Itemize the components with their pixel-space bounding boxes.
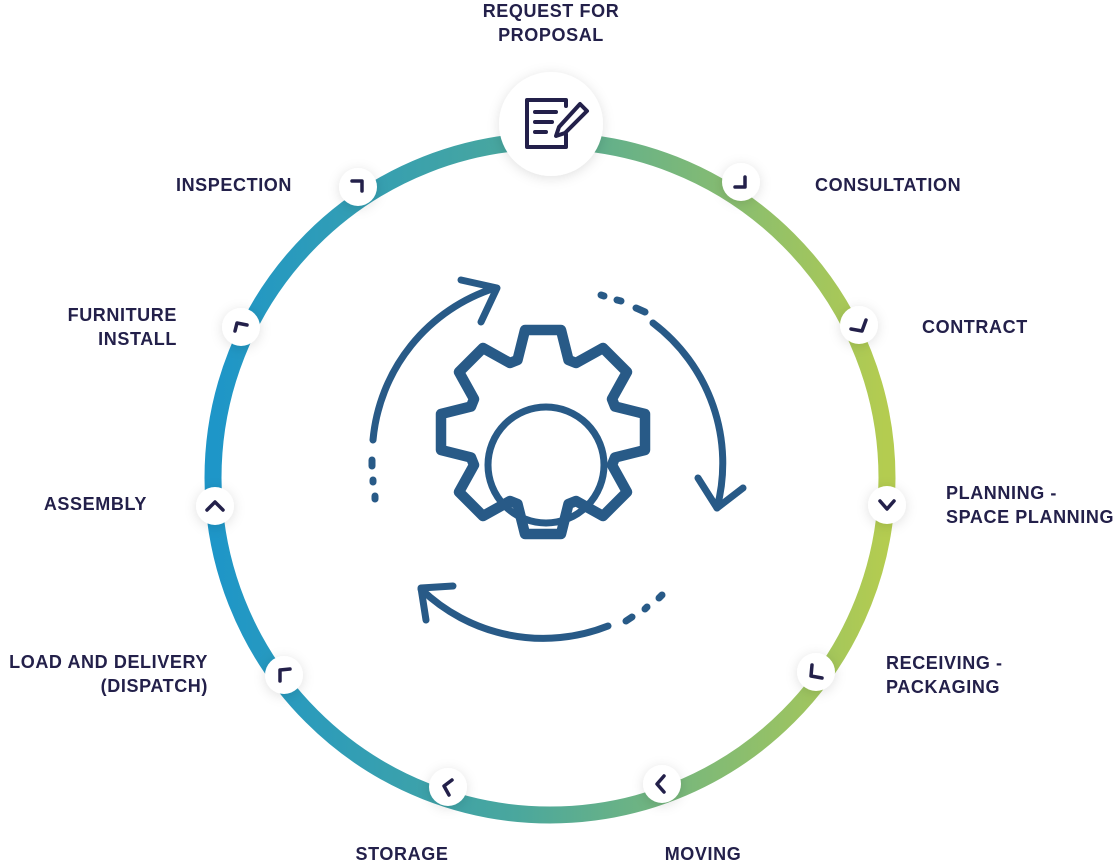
chevron-icon [655, 774, 666, 794]
chevron-icon [233, 321, 249, 333]
node-storage [429, 768, 467, 806]
label-furniture-install: FURNITURE INSTALL [67, 305, 177, 349]
label-storage: STORAGE [355, 844, 449, 864]
label-planning: PLANNING - SPACE PLANNING [946, 483, 1115, 527]
chevron-icon [442, 778, 454, 797]
chevron-icon [205, 500, 225, 512]
label-load-delivery: LOAD AND DELIVERY (DISPATCH) [9, 652, 208, 696]
label-inspection: INSPECTION [175, 175, 292, 195]
chevron-icon [733, 175, 747, 189]
document-pen-icon [525, 98, 589, 149]
gear-cycle-icon [368, 276, 747, 642]
node-furniture-install [222, 308, 260, 346]
label-contract: CONTRACT [922, 317, 1028, 337]
chevron-icon [849, 318, 868, 333]
label-moving: MOVING [664, 844, 742, 864]
node-consultation [722, 163, 760, 201]
node-planning [868, 486, 906, 524]
node-inspection [339, 168, 377, 206]
label-receiving: RECEIVING - PACKAGING [886, 653, 1003, 697]
node-contract [840, 306, 878, 344]
chevron-icon [350, 179, 364, 193]
node-moving [643, 765, 681, 803]
request-proposal-node [499, 72, 603, 176]
label-request-for-proposal: REQUEST FOR PROPOSAL [482, 1, 620, 45]
label-assembly: ASSEMBLY [43, 494, 147, 514]
node-assembly [196, 487, 234, 525]
chevron-icon [809, 663, 824, 680]
process-ring [204, 132, 896, 824]
node-receiving [797, 653, 835, 691]
node-load-delivery [265, 656, 303, 694]
chevron-icon [278, 667, 292, 683]
label-consultation: CONSULTATION [815, 175, 962, 195]
chevron-icon [878, 499, 896, 511]
